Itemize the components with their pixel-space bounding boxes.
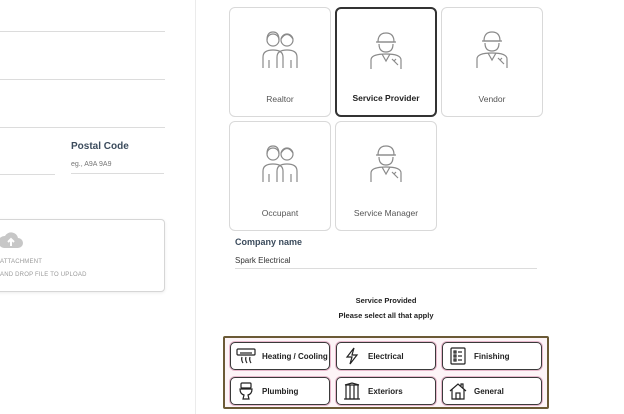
toilet-icon (239, 382, 253, 400)
role-card-vendor[interactable]: Vendor (441, 7, 543, 117)
role-card-label: Service Provider (352, 93, 420, 103)
couple-icon (262, 31, 298, 68)
worker-icon (370, 32, 402, 69)
service-button-label: Electrical (368, 351, 404, 361)
service-button-general[interactable]: General (442, 377, 542, 405)
upload-instruction: AND DROP FILE TO UPLOAD (0, 272, 87, 278)
building-icon (344, 382, 360, 400)
services-subtitle: Please select all that apply (338, 311, 434, 320)
service-button-label: General (474, 386, 504, 396)
role-card-service-manager[interactable]: Service Manager (335, 121, 437, 231)
air-conditioner-icon (236, 348, 256, 364)
worker-icon (370, 145, 402, 182)
worker-icon (476, 31, 508, 68)
role-card-label: Realtor (266, 94, 294, 104)
couple-icon (262, 145, 298, 182)
company-name-input[interactable] (235, 252, 537, 269)
field-underline (0, 79, 165, 80)
house-icon (449, 383, 467, 400)
service-button-exteriors[interactable]: Exteriors (336, 377, 436, 405)
field-underline (0, 127, 165, 128)
file-upload-dropzone[interactable] (0, 219, 165, 292)
lightning-icon (345, 347, 359, 365)
checklist-icon (450, 347, 466, 365)
role-card-service-provider[interactable]: Service Provider (335, 7, 437, 117)
service-button-finishing[interactable]: Finishing (442, 342, 542, 370)
role-card-label: Service Manager (353, 208, 419, 218)
postal-code-input[interactable] (71, 156, 164, 174)
left-form-panel: Postal Code ATTACHMENT AND DROP FILE TO … (0, 0, 196, 414)
service-button-label: Finishing (474, 351, 510, 361)
service-button-plumbing[interactable]: Plumbing (230, 377, 330, 405)
service-button-electrical[interactable]: Electrical (336, 342, 436, 370)
company-name-label: Company name (235, 237, 303, 247)
service-button-label: Heating / Cooling (262, 351, 328, 361)
role-card-label: Vendor (478, 94, 506, 104)
upload-instruction: ATTACHMENT (0, 259, 43, 265)
postal-code-label: Postal Code (71, 141, 129, 152)
services-title: Service Provided (355, 296, 417, 305)
role-card-occupant[interactable]: Occupant (229, 121, 331, 231)
field-underline (0, 174, 55, 175)
cloud-upload-icon (0, 232, 23, 248)
role-card-realtor[interactable]: Realtor (229, 7, 331, 117)
service-button-label: Plumbing (262, 386, 299, 396)
service-button-heating-cooling[interactable]: Heating / Cooling (230, 342, 330, 370)
role-card-label: Occupant (261, 208, 299, 218)
service-button-label: Exteriors (368, 386, 403, 396)
field-underline (0, 31, 165, 32)
